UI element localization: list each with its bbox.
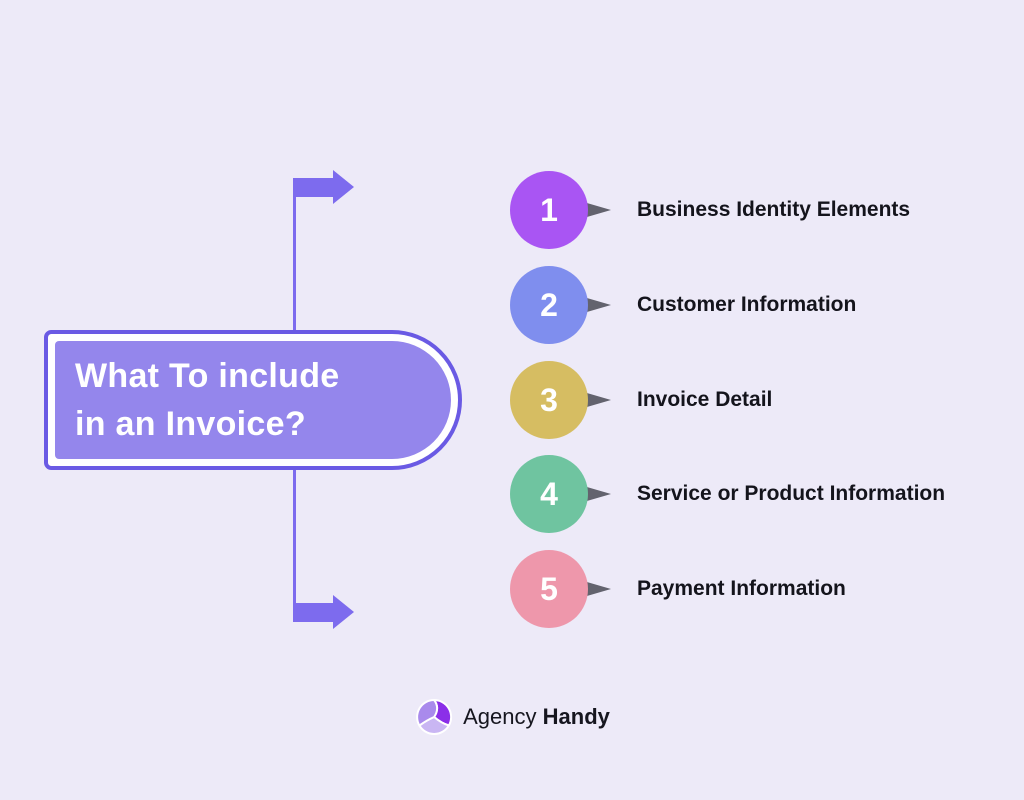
list-item: 5 Payment Information	[510, 550, 1010, 628]
item-label: Payment Information	[637, 577, 846, 600]
item-number-badge: 1	[510, 171, 588, 249]
brand-name-second: Handy	[542, 704, 610, 729]
item-label: Service or Product Information	[637, 482, 946, 505]
agency-handy-logo-icon	[416, 699, 453, 735]
brand-name-first: Agency	[463, 704, 537, 729]
item-label: Invoice Detail	[637, 388, 773, 411]
page-title: What To include in an Invoice?	[75, 352, 451, 448]
item-number-badge: 3	[510, 361, 588, 439]
title-banner-fill: What To include in an Invoice?	[55, 341, 451, 459]
item-number-badge: 5	[510, 550, 588, 628]
arrow-bar	[293, 602, 333, 622]
bottom-right-arrow-icon	[293, 595, 354, 629]
logo-segment-medium	[416, 699, 439, 727]
brand-name: Agency Handy	[463, 704, 610, 730]
list-item: 1 Business Identity Elements	[510, 171, 1010, 249]
arrow-head	[333, 170, 354, 204]
page-title-line1: What To include	[75, 357, 340, 395]
arrow-bar	[293, 177, 333, 197]
item-label: Customer Information	[637, 293, 857, 316]
item-label: Business Identity Elements	[637, 198, 911, 221]
list-item: 3 Invoice Detail	[510, 361, 1010, 439]
item-number-badge: 2	[510, 266, 588, 344]
brand-footer: Agency Handy	[414, 697, 610, 737]
list-item: 2 Customer Information	[510, 266, 1010, 344]
top-right-arrow-icon	[293, 170, 354, 204]
title-banner: What To include in an Invoice?	[44, 330, 462, 470]
item-number-badge: 4	[510, 455, 588, 533]
list-item: 4 Service or Product Information	[510, 455, 1010, 533]
arrow-head	[333, 595, 354, 629]
page-title-line2: in an Invoice?	[75, 405, 306, 443]
